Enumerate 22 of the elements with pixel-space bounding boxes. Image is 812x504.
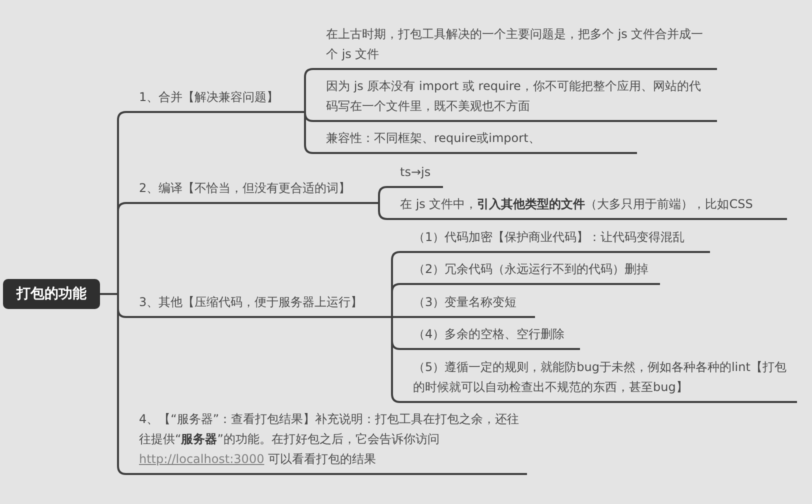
topic-text: （4）多余的空格、空行删除 xyxy=(400,322,580,350)
connector-line xyxy=(391,283,401,318)
connector-line xyxy=(391,316,400,318)
connector-line xyxy=(378,186,388,204)
topic-text: 1、合并【解决兼容问题】 xyxy=(126,85,305,113)
topic-text: 在 js 文件中，引入其他类型的文件（大多只用于前端），比如CSS xyxy=(387,192,787,220)
connector-line xyxy=(304,111,314,154)
topic-text: 在上古时期，打包工具解决的一个主要问题是，把多个 js 文件合并成一个 js 文件 xyxy=(313,22,717,70)
topic-text: 因为 js 原本没有 import 或 require，你不可能把整个应用、网站的代码写在一个文件里，既不美观也不方面 xyxy=(313,74,717,122)
topic-text: ts→js xyxy=(387,160,443,188)
link: http://localhost:3000 xyxy=(139,452,264,466)
connector-line xyxy=(391,316,401,403)
connector-line xyxy=(378,202,388,220)
topic-text: （5）遵循一定的规则，就能防bug于未然，例如各种各种的lint【打包的时候就可以自动检查出不规范的东西，甚至bug】 xyxy=(400,355,797,403)
topic-text: 兼容性：不同框架、require或import、 xyxy=(313,126,637,154)
topic-text: 3、其他【压缩代码，便于服务器上运行】 xyxy=(126,290,392,318)
topic-text: （2）冗余代码（永远运行不到的代码）删掉 xyxy=(400,257,660,285)
topic-text: （3）变量名称变短 xyxy=(400,290,535,318)
central-topic: 打包的功能 xyxy=(3,279,100,309)
topic-text: 4、【“服务器”：查看打包结果】补充说明：打包工具在打包之余，还往往提供“服务器”的功能。在打好包之后，它会告诉你访问 http://localhost:3000 可以看看打包的结果 xyxy=(126,407,527,475)
topic-text: （1）代码加密【保护商业代码】：让代码变得混乱 xyxy=(400,225,710,253)
topic-text: 2、编译【不恰当，但没有更合适的词】 xyxy=(126,176,379,204)
